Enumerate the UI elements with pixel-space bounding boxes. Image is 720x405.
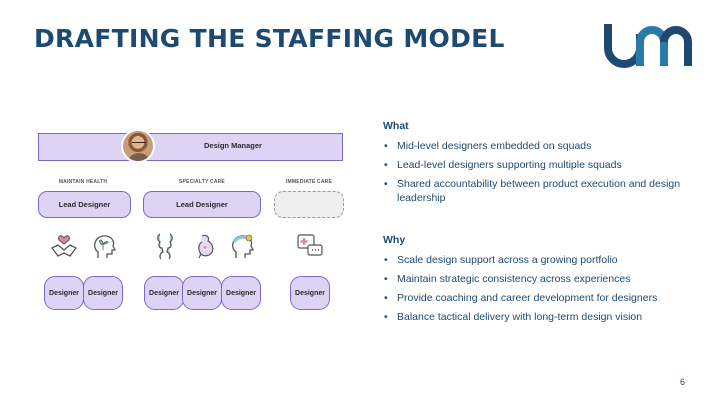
designer-card: Designer <box>44 276 84 310</box>
design-manager-bar: Design Manager <box>38 133 343 161</box>
designer-card: Designer <box>182 276 222 310</box>
what-list: Mid-level designers embedded on squads L… <box>383 139 693 210</box>
list-item: Lead-level designers supporting multiple… <box>383 158 693 172</box>
list-item: Provide coaching and career development … <box>383 291 693 305</box>
lead-designer-specialty-care: Lead Designer <box>143 191 261 218</box>
pregnancy-icon <box>198 234 214 259</box>
list-item: Scale design support across a growing po… <box>383 253 693 267</box>
avatar <box>121 129 155 163</box>
why-list: Scale design support across a growing po… <box>383 253 693 329</box>
designer-card: Designer <box>144 276 184 310</box>
joint-bone-icon <box>157 233 173 260</box>
lead-designer-maintain-health: Lead Designer <box>38 191 131 218</box>
um-logo <box>604 24 692 68</box>
head-bandage-icon <box>232 234 255 258</box>
list-item: Shared accountability between product ex… <box>383 177 693 205</box>
category-immediate-care: IMMEDIATE CARE <box>285 179 333 185</box>
designer-card: Designer <box>221 276 261 310</box>
list-item: Maintain strategic consistency across ex… <box>383 272 693 286</box>
page-number: 6 <box>680 377 686 387</box>
list-item: Mid-level designers embedded on squads <box>383 139 693 153</box>
category-specialty-care: SPECIALTY CARE <box>179 179 225 185</box>
why-heading: Why <box>383 234 406 246</box>
design-manager-label: Design Manager <box>204 141 262 150</box>
category-maintain-health: MAINTAIN HEALTH <box>58 179 108 185</box>
slide-title: DRAFTING THE STAFFING MODEL <box>34 24 505 53</box>
designer-card: Designer <box>290 276 330 310</box>
what-heading: What <box>383 120 409 132</box>
handshake-heart-icon <box>51 235 77 257</box>
lead-designer-placeholder <box>274 191 344 218</box>
head-plant-icon <box>94 235 117 258</box>
designer-card: Designer <box>83 276 123 310</box>
medical-chat-icon <box>297 234 323 256</box>
list-item: Balance tactical delivery with long-term… <box>383 310 693 324</box>
